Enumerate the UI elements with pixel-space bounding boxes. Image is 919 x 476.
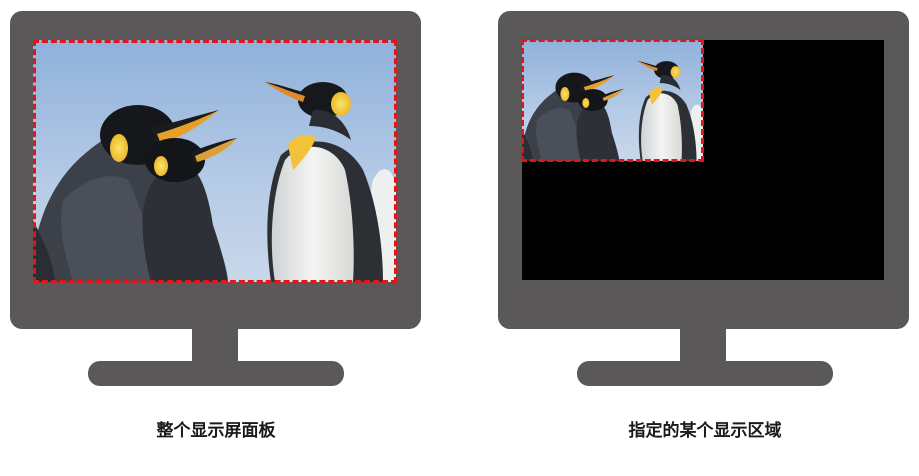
designated-area-image — [522, 40, 703, 161]
left-monitor-neck — [192, 329, 238, 363]
left-monitor-screen — [33, 40, 396, 282]
right-monitor-base — [577, 361, 833, 386]
right-monitor-neck — [680, 329, 726, 363]
left-caption: 整个显示屏面板 — [156, 421, 276, 441]
penguins-photo — [33, 40, 396, 282]
penguins-photo-thumbnail — [522, 40, 703, 161]
left-monitor-base — [88, 361, 344, 386]
right-caption: 指定的某个显示区域 — [628, 421, 782, 441]
